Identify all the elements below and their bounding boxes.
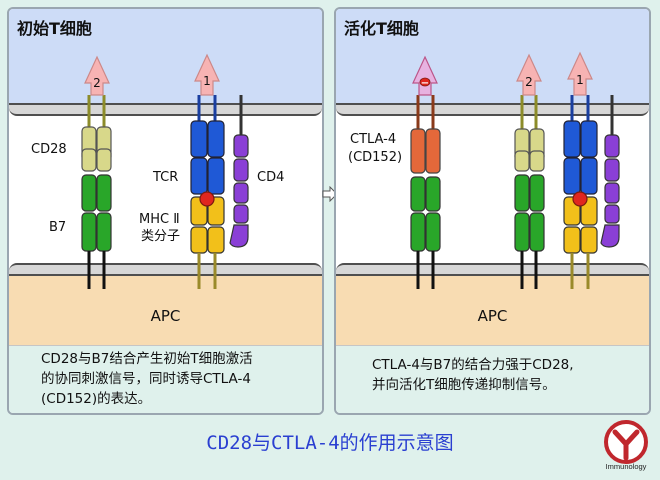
- signal-2-number: 2: [93, 76, 101, 90]
- transition-arrow-icon: [322, 186, 338, 202]
- signal-2-number: 2: [525, 75, 533, 89]
- receptor-diagram-left: 2 1: [81, 53, 249, 289]
- signal-arrow-2: [516, 53, 542, 96]
- description-line: 并向活化T细胞传递抑制信号。: [372, 377, 556, 393]
- apc-membrane: [9, 263, 322, 276]
- label-cd28: CD28: [31, 142, 67, 157]
- cd28-receptor: [81, 95, 112, 172]
- b7-ligand-right: [514, 174, 545, 289]
- description-line: CD28与B7结合产生初始T细胞激活: [41, 351, 253, 367]
- b7-ligand: [81, 174, 112, 289]
- signal-1-number: 1: [203, 74, 211, 88]
- receptor-diagram-right: − 2 1: [410, 51, 620, 289]
- signal-arrow-inhibitory: [412, 55, 438, 96]
- signal-arrow-2: [84, 55, 110, 96]
- logo-text: Immunology: [605, 462, 647, 471]
- tcr-receptor: [190, 95, 225, 195]
- mhc-class-ii: [563, 191, 598, 289]
- label-tcr: TCR: [153, 170, 179, 185]
- description: CTLA-4与B7的结合力强于CD28, 并向活化T细胞传递抑制信号。: [372, 355, 642, 395]
- cd4-coreceptor: [229, 95, 249, 248]
- tcr-receptor: [563, 95, 598, 195]
- signal-inhibitory-symbol: −: [421, 78, 429, 89]
- description-line: 的协同刺激信号，同时诱导CTLA-4: [41, 371, 251, 387]
- label-mhc-line1: MHC Ⅱ: [139, 212, 180, 227]
- panel-title: 活化T细胞: [344, 19, 419, 38]
- apc-label: APC: [477, 307, 508, 325]
- apc-region: [9, 273, 322, 345]
- mhc-class-ii: [190, 191, 225, 289]
- ctla4-receptor: [410, 95, 441, 174]
- t-cell-membrane: [9, 103, 322, 116]
- description-line: CTLA-4与B7的结合力强于CD28,: [372, 357, 574, 373]
- description-area: [336, 345, 649, 413]
- panel-activated-t-cell: − 2 1 活化T细胞 CTLA-4 (CD152) APC CTLA-4与B7…: [334, 7, 651, 415]
- cd28-receptor: [514, 95, 545, 172]
- apc-region: [336, 273, 649, 345]
- description-area: [9, 345, 322, 413]
- intercellular-space: [9, 109, 322, 273]
- label-ctla4-line1: CTLA-4: [350, 132, 397, 147]
- signal-1-number: 1: [576, 73, 584, 87]
- label-ctla4-line2: (CD152): [348, 150, 403, 165]
- t-cell-region: [9, 9, 322, 109]
- immunology-logo-icon: [604, 420, 648, 464]
- label-mhc-line2: 类分子: [141, 229, 181, 244]
- figure-title: CD28与CTLA-4的作用示意图: [206, 432, 454, 454]
- t-cell-region: [336, 9, 649, 109]
- signal-arrow-1: [567, 51, 593, 96]
- panel-title: 初始T细胞: [17, 19, 92, 38]
- b7-ligand-left: [410, 176, 441, 289]
- description-line: (CD152)的表达。: [41, 391, 152, 407]
- panel-naive-t-cell: 2 1 初始T细胞 CD28 B7 TCR CD4 MHC Ⅱ 类分子 APC …: [7, 7, 324, 415]
- label-b7: B7: [49, 220, 67, 235]
- label-cd4: CD4: [257, 170, 285, 185]
- signal-arrow-1: [194, 53, 220, 96]
- cd4-coreceptor: [600, 95, 620, 248]
- apc-label: APC: [150, 307, 181, 325]
- description: CD28与B7结合产生初始T细胞激活 的协同刺激信号，同时诱导CTLA-4 (C…: [41, 349, 311, 409]
